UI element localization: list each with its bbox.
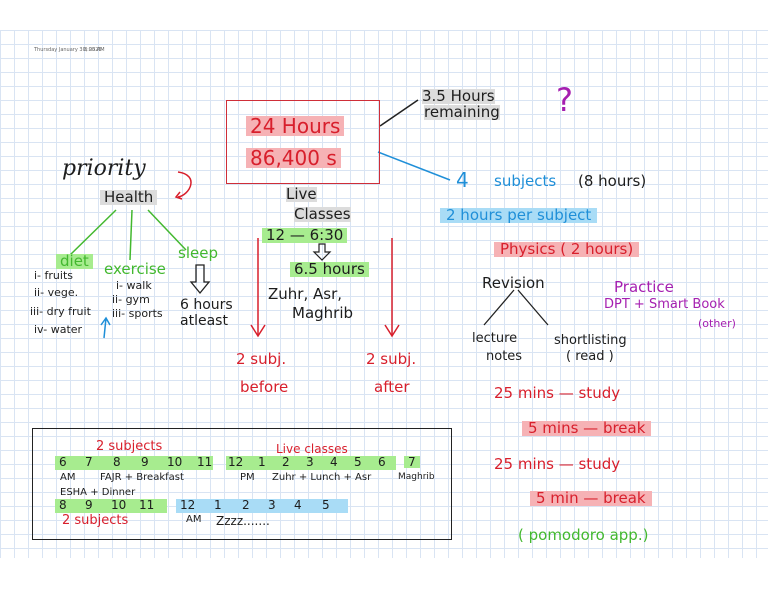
hour-cell: 6: [59, 455, 67, 469]
hour-cell: 6: [378, 455, 386, 469]
dpt-label: DPT + Smart Book: [604, 297, 725, 312]
schedule-live-classes: Live classes: [276, 442, 348, 456]
before-subjects: 2 subj.: [236, 350, 287, 368]
schedule-night-subjects: 2 subjects: [62, 513, 129, 528]
hour-cell: 3: [306, 455, 314, 469]
lecture-label: lecture: [472, 331, 518, 346]
remaining-hours: 3.5 Hours: [422, 87, 495, 105]
exercise-item: iii- sports: [112, 307, 163, 320]
study-block: 25 mins — study: [494, 455, 621, 473]
break-block: 5 mins — break: [522, 421, 652, 436]
read-label: ( read ): [566, 349, 614, 364]
classes-label: Classes: [294, 205, 351, 223]
daily-schedule-box: [32, 428, 452, 540]
exercise-label: exercise: [104, 260, 166, 278]
hours-per-subject: 2 hours per subject: [440, 208, 598, 223]
hour-cell: 7: [85, 455, 93, 469]
hour-cell: 1: [214, 498, 222, 512]
hour-cell: 2: [282, 455, 290, 469]
hour-cell: 11: [197, 455, 213, 469]
esha-dinner: ESHA + Dinner: [60, 487, 136, 498]
sleep-goal-atleast: atleast: [180, 313, 228, 329]
sleep-goal-hours: 6 hours: [180, 297, 233, 313]
hour-cell: 12: [180, 498, 196, 512]
morning-hours-row: 6 7 8 9 10 11: [55, 456, 213, 470]
hour-cell: 10: [167, 455, 183, 469]
priority-title: priority: [62, 156, 146, 181]
night-hours-row: 8 9 10 11: [55, 499, 167, 513]
zuhr-lunch-asr: Zuhr + Lunch + Asr: [272, 472, 372, 483]
am-label-night: AM: [186, 514, 202, 525]
sleep-label: sleep: [178, 244, 218, 262]
hour-cell: 9: [85, 498, 93, 512]
seconds-label: 86,400 s: [246, 148, 341, 168]
hour-cell: 11: [139, 498, 155, 512]
hour-cell: 2: [242, 498, 250, 512]
diet-item: ii- vege.: [34, 286, 79, 299]
remaining-label: remaining: [424, 103, 500, 121]
diet-item: iii- dry fruit: [30, 305, 91, 318]
pomodoro-app: ( pomodoro app.): [518, 526, 649, 544]
class-duration: 6.5 hours: [290, 262, 369, 277]
subjects-label: subjects: [494, 172, 557, 190]
prayers-line-1: Zuhr, Asr,: [268, 285, 343, 303]
sleep-zzz: Zzzz.......: [216, 514, 270, 528]
page-time: 8:05 AM: [84, 47, 105, 53]
prayers-line-2: Maghrib: [292, 304, 354, 322]
shortlisting-label: shortlisting: [554, 333, 627, 348]
notes-label: notes: [486, 349, 523, 364]
hour-cell: 12: [228, 455, 244, 469]
practice-label: Practice: [614, 278, 674, 296]
diet-item: i- fruits: [34, 269, 73, 282]
class-time-range: 12 — 6:30: [262, 228, 348, 243]
before-label: before: [240, 378, 289, 396]
exercise-item: ii- gym: [112, 293, 150, 306]
hour-cell: 3: [268, 498, 276, 512]
hour-cell: 10: [111, 498, 127, 512]
question-mark: ?: [556, 81, 573, 119]
pm-label: PM: [240, 472, 255, 483]
diet-label: diet: [56, 254, 93, 269]
break-block: 5 min — break: [530, 491, 652, 506]
maghrib-label: Maghrib: [398, 472, 435, 482]
live-label: Live: [286, 185, 317, 203]
page-date: Thursday January 30, 2025: [34, 47, 102, 53]
after-label: after: [374, 378, 410, 396]
hour-cell: 7: [404, 456, 420, 468]
schedule-morning-subjects: 2 subjects: [96, 439, 163, 454]
physics-hours: Physics ( 2 hours): [494, 242, 640, 257]
subjects-hours: (8 hours): [578, 172, 647, 190]
revision-label: Revision: [482, 274, 545, 292]
study-block: 25 mins — study: [494, 384, 621, 402]
hour-cell: 9: [141, 455, 149, 469]
total-hours-box: [226, 100, 380, 184]
hour-cell: 5: [354, 455, 362, 469]
fajr-breakfast: FAJR + Breakfast: [100, 472, 184, 483]
hours-label: 24 Hours: [246, 116, 345, 136]
other-label: (other): [698, 317, 736, 330]
am-label: AM: [60, 472, 76, 483]
hour-cell: 5: [322, 498, 330, 512]
subjects-count: 4: [456, 168, 469, 192]
after-subjects: 2 subj.: [366, 350, 417, 368]
hour-cell: 1: [258, 455, 266, 469]
diet-item: iv- water: [34, 323, 83, 336]
sleep-hours-row: 12 1 2 3 4 5: [176, 499, 348, 513]
hour-cell: 8: [59, 498, 67, 512]
hour-cell: 4: [330, 455, 338, 469]
health-label: Health: [100, 190, 158, 205]
exercise-item: i- walk: [116, 279, 152, 292]
afternoon-hours-row: 12 1 2 3 4 5 6: [226, 456, 396, 470]
hour-cell: 4: [294, 498, 302, 512]
hour-cell: 8: [113, 455, 121, 469]
